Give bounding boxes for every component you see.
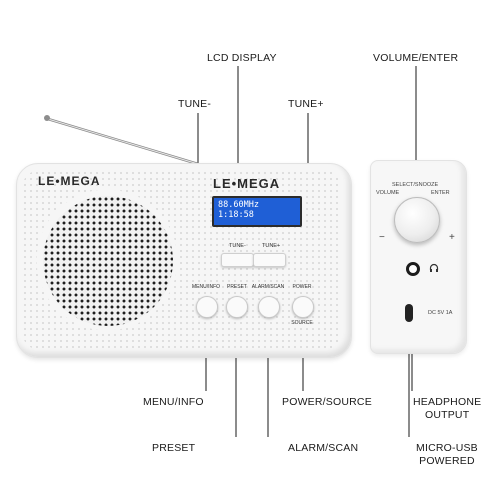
callout-power-source: POWER/SOURCE xyxy=(282,396,372,408)
tune-minus-label: TUNE- xyxy=(229,243,246,249)
speaker xyxy=(43,196,173,326)
radio-side-body xyxy=(370,160,467,354)
minus-label: − xyxy=(379,232,385,243)
antenna xyxy=(44,115,220,172)
source-key-label: SOURCE xyxy=(291,320,313,326)
callout-tune-minus: TUNE- xyxy=(178,98,212,110)
headphone-jack[interactable] xyxy=(406,262,420,276)
preset-key-label: PRESET xyxy=(226,284,247,290)
tune-plus-button[interactable] xyxy=(253,253,286,267)
callout-menu-info: MENU/INFO xyxy=(143,396,204,408)
volume-enter-knob[interactable] xyxy=(394,197,440,243)
menu-info-button[interactable] xyxy=(196,296,218,318)
dc-input-label: DC 5V 1A xyxy=(428,310,453,316)
alarm-scan-button[interactable] xyxy=(258,296,280,318)
alarm-scan-key-label: ALARM/SCAN xyxy=(251,284,285,290)
micro-usb-port[interactable] xyxy=(405,304,413,322)
tune-minus-button[interactable] xyxy=(221,253,254,267)
lcd-display: 88.60MHz 1:18:58 xyxy=(212,196,302,227)
callout-micro-usb-powered: MICRO-USB POWERED xyxy=(416,442,478,467)
lcd-time: 1:18:58 xyxy=(218,210,254,220)
brand-logo-center: LE•MEGA xyxy=(213,176,281,191)
callout-tune-plus: TUNE+ xyxy=(288,98,324,110)
volume-label: VOLUME xyxy=(376,190,400,196)
callout-lcd-display: LCD DISPLAY xyxy=(207,52,277,64)
brand-logo-left: LE•MEGA xyxy=(38,174,101,188)
callout-preset: PRESET xyxy=(152,442,196,454)
power-button[interactable] xyxy=(292,296,314,318)
preset-button[interactable] xyxy=(226,296,248,318)
enter-label: ENTER xyxy=(431,190,450,196)
callout-alarm-scan: ALARM/SCAN xyxy=(288,442,359,454)
callout-volume-enter: VOLUME/ENTER xyxy=(373,52,459,64)
headphone-icon xyxy=(429,263,439,276)
plus-label: + xyxy=(449,232,455,243)
select-snooze-label: SELECT/SNOOZE xyxy=(392,182,439,188)
menu-info-key-label: MENU/INFO xyxy=(191,284,221,290)
power-key-label: POWER xyxy=(292,284,312,290)
callout-headphone-output: HEADPHONE OUTPUT xyxy=(413,396,482,421)
tune-plus-label: TUNE+ xyxy=(262,243,281,249)
lcd-frequency: 88.60MHz xyxy=(218,200,259,210)
